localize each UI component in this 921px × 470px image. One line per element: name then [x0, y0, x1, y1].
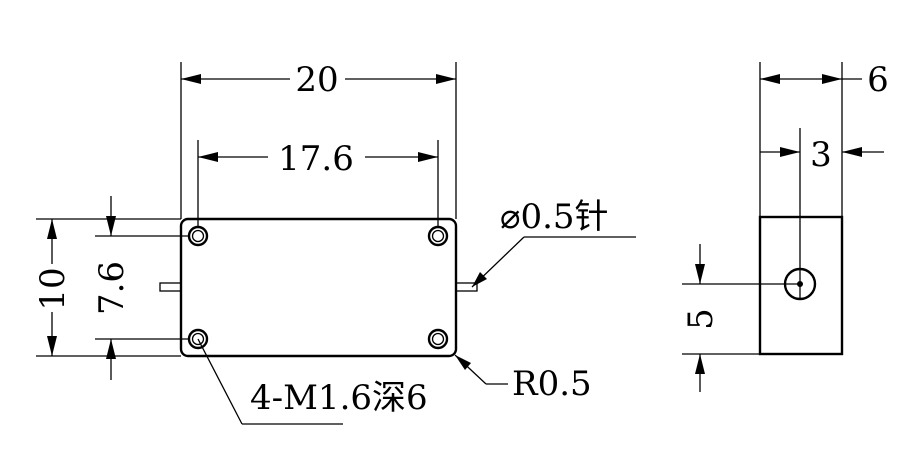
leader-holes: 4-M1.6深6: [197, 338, 428, 425]
mounting-hole: [427, 328, 449, 350]
dimension-label-side-pin-height: 5: [681, 308, 721, 330]
leader-pin-diameter: ⌀0.5针: [471, 197, 636, 288]
front-body-outline: [179, 217, 458, 358]
side-body-outline: [758, 215, 844, 356]
side-view: [758, 128, 844, 356]
mounting-hole: [427, 225, 449, 247]
annotation-pin: ⌀0.5针: [500, 197, 609, 237]
dimension-label-side-depth: 6: [867, 60, 889, 100]
dimension-side-pin-height: 5: [681, 244, 800, 392]
dimension-overall-width: 20: [180, 60, 457, 219]
dimension-label-side-pin-offset: 3: [810, 135, 832, 175]
dimension-hole-spacing-height: 7.6: [92, 196, 190, 380]
annotation-corner-radius: R0.5: [512, 364, 592, 404]
front-view: [159, 217, 478, 358]
annotation-holes: 4-M1.6深6: [250, 378, 428, 418]
mounting-hole: [187, 225, 209, 247]
leader-corner-radius: R0.5: [454, 354, 592, 404]
dimension-label-hole-spacing-height: 7.6: [92, 261, 132, 315]
dimension-hole-spacing-width: 17.6: [197, 139, 439, 226]
dimension-side-pin-offset: 3: [760, 135, 884, 175]
right-pin: [455, 282, 478, 292]
left-pin: [159, 282, 182, 292]
dimension-side-depth: 6: [759, 60, 889, 217]
dimension-label-overall-height: 10: [33, 267, 73, 310]
dimension-label-overall-width: 20: [295, 60, 338, 100]
dimension-label-hole-spacing-width: 17.6: [278, 139, 354, 179]
